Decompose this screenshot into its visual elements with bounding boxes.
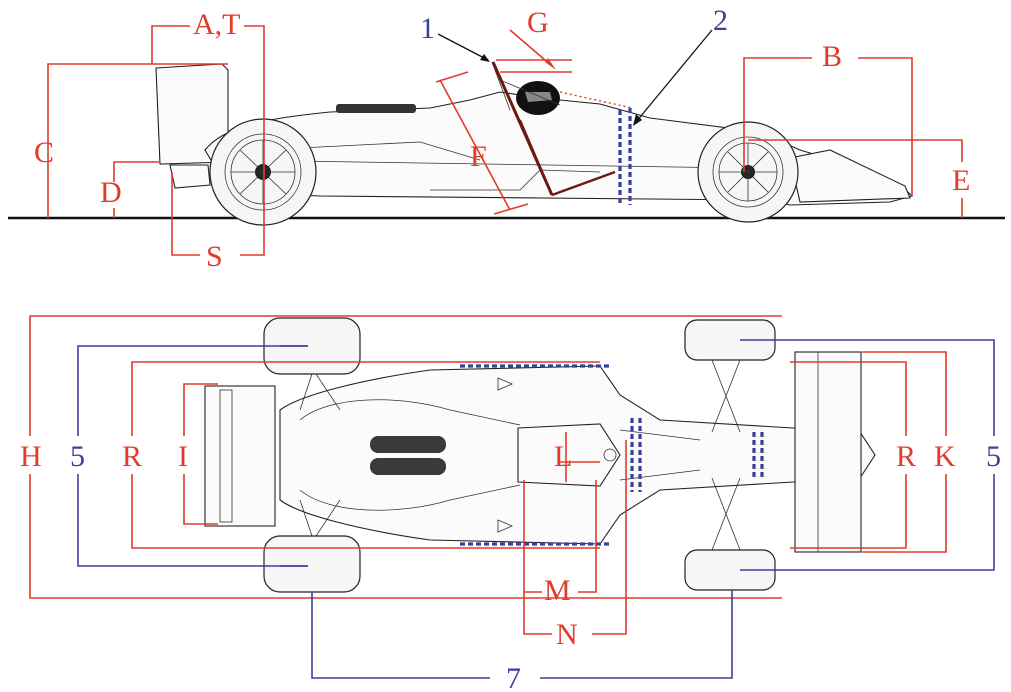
label-e: E xyxy=(952,164,970,197)
dim-5-front xyxy=(740,339,995,436)
side-view: A,T G 1 2 B C D E F S xyxy=(8,4,1005,273)
dim-d xyxy=(113,161,160,182)
label-d: D xyxy=(100,176,122,209)
label-a-t: A,T xyxy=(193,8,241,41)
label-i: I xyxy=(178,440,188,473)
top-view: H 5 R I L R K 5 M N 7 xyxy=(20,315,1001,692)
label-r-left: R xyxy=(122,440,142,473)
label-m: M xyxy=(544,574,571,607)
label-h: H xyxy=(20,440,42,473)
label-l: L xyxy=(554,440,572,473)
front-wheel-side xyxy=(697,121,799,223)
dim-n xyxy=(523,592,552,635)
vent-lower xyxy=(370,458,446,475)
label-s: S xyxy=(206,240,223,273)
dim-e xyxy=(748,139,963,162)
dim-7 xyxy=(311,592,490,679)
label-2: 2 xyxy=(713,4,728,37)
dim-b xyxy=(743,57,812,172)
rear-right-tyre xyxy=(263,535,361,593)
arrow-2 xyxy=(635,29,713,123)
label-n: N xyxy=(556,618,578,651)
cockpit-top xyxy=(517,423,621,487)
dim-h xyxy=(29,315,782,436)
dim-5-rear xyxy=(77,345,308,436)
label-5-right: 5 xyxy=(986,440,1001,473)
label-1: 1 xyxy=(420,12,435,45)
label-r-right: R xyxy=(896,440,916,473)
label-k: K xyxy=(934,440,956,473)
arrow-1 xyxy=(437,33,489,61)
label-f: F xyxy=(470,140,487,173)
dim-s-bracket xyxy=(171,172,200,256)
template-f-line xyxy=(439,79,511,211)
dim-k xyxy=(862,351,947,436)
front-wing-top xyxy=(794,351,862,553)
label-c: C xyxy=(34,136,54,169)
dim-c xyxy=(47,63,228,218)
engine-intake xyxy=(336,104,416,113)
dim-r-rear xyxy=(131,361,600,436)
label-7: 7 xyxy=(506,662,521,692)
label-5-left: 5 xyxy=(70,440,85,473)
diffuser-side xyxy=(169,164,211,189)
label-b: B xyxy=(822,40,842,73)
dim-at-bracket xyxy=(151,25,190,64)
front-wing-side xyxy=(789,149,911,203)
label-g: G xyxy=(527,6,549,39)
rear-wheel-side xyxy=(209,118,317,226)
vent-upper xyxy=(370,436,446,453)
rear-wing-top xyxy=(204,385,276,527)
dim-r-front xyxy=(790,361,907,436)
dim-i xyxy=(183,383,218,436)
